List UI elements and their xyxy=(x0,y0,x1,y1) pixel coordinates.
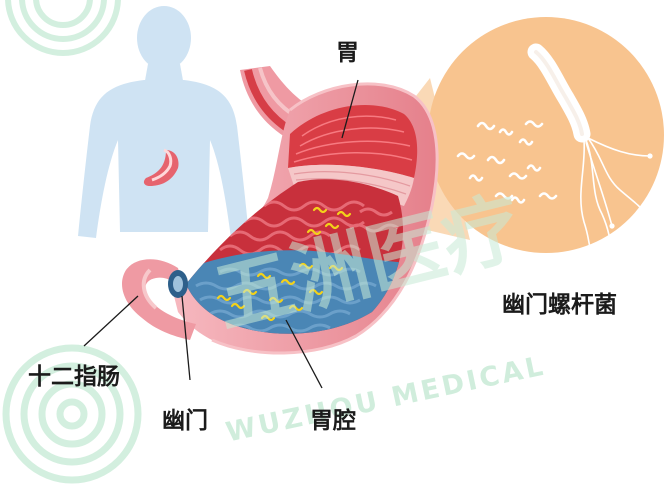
watermark-brand-en: WUZHOU MEDICAL xyxy=(223,350,548,448)
label-gastric-lumen: 胃腔 xyxy=(310,410,356,433)
label-helicobacter-pylori: 幽门螺杆菌 xyxy=(502,294,617,317)
human-silhouette xyxy=(78,6,249,238)
label-stomach: 胃 xyxy=(336,42,359,65)
label-duodenum: 十二指肠 xyxy=(28,366,120,389)
label-pylorus: 幽门 xyxy=(162,410,208,433)
watermark-logo-top xyxy=(8,0,118,53)
